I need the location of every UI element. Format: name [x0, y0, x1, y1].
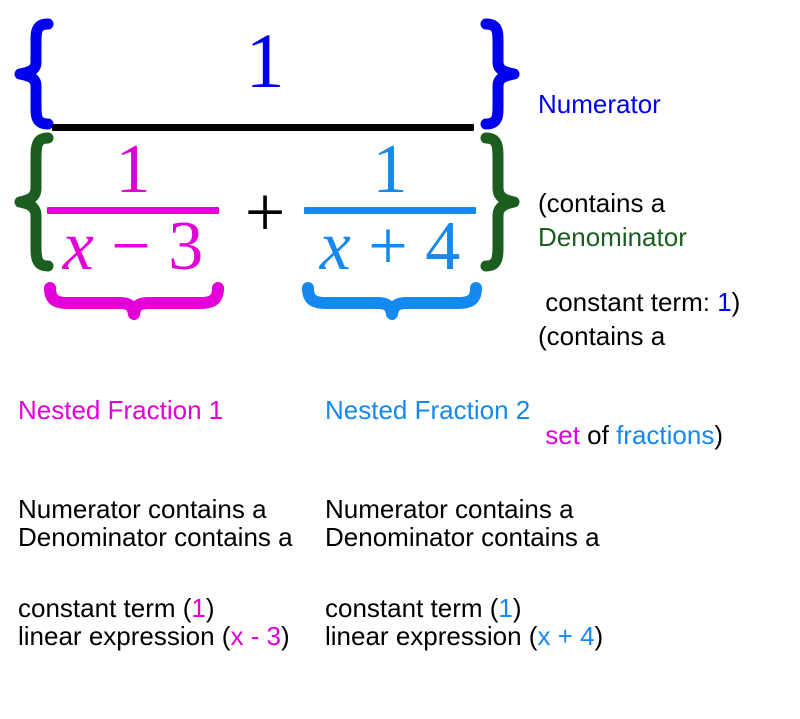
annotation-nested2-denominator-line2-prefix: linear expression ( [325, 621, 538, 651]
annotation-numerator-line3-value: 1 [717, 287, 732, 317]
annotation-nested2-title: Nested Fraction 2 [325, 395, 531, 425]
annotation-nested2-denominator-line2: linear expression (x + 4) [325, 620, 603, 653]
underbrace-nested1-icon [44, 282, 224, 320]
annotation-numerator-title: Numerator [538, 89, 661, 119]
curly-brace-right-numerator-icon [480, 18, 526, 130]
annotation-nested2-denominator-line2-value: x + 4 [537, 621, 595, 651]
annotation-denominator-line3: set of fractions) [538, 419, 723, 452]
annotation-nested1-denominator-line2-value: x - 3 [230, 621, 282, 651]
annotation-denominator-line3-suffix: ) [714, 420, 723, 450]
nested2-denominator-variable: x [319, 208, 351, 285]
nested2-fraction-bar [304, 207, 476, 214]
underbrace-nested2-icon [302, 282, 482, 320]
nested2-denominator-constant: 4 [425, 208, 461, 285]
nested2-numerator-value: 1 [372, 131, 408, 208]
annotation-numerator: Numerator (contains a constant term: 1) [538, 22, 740, 385]
nested1-denominator-operator: − [111, 208, 151, 285]
annotation-nested1-denominator-line2: linear expression (x - 3) [18, 620, 293, 653]
annotation-nested2-numerator-line1: Numerator contains a [325, 494, 574, 524]
annotation-nested1-numerator-line1: Numerator contains a [18, 494, 267, 524]
annotation-nested1-denominator-line2-prefix: linear expression ( [18, 621, 231, 651]
nested1-denominator-constant: 3 [168, 208, 204, 285]
annotation-nested1-title: Nested Fraction 1 [18, 395, 224, 425]
annotation-denominator-line3-of: of [579, 420, 617, 450]
addition-operator: + [244, 172, 286, 252]
annotation-denominator-line3-set: set [545, 420, 580, 450]
nested1-fraction-bar [47, 207, 219, 214]
annotation-nested1-denominator-line1: Denominator contains a [18, 522, 293, 552]
annotation-numerator-line2: (contains a [538, 188, 666, 218]
annotation-nested2-denominator: Denominator contains a linear expression… [325, 455, 603, 719]
annotation-nested2-denominator-line2-suffix: ) [594, 621, 604, 651]
nested1-denominator-expression: x − 3 [47, 212, 219, 282]
annotation-denominator-title: Denominator [538, 222, 687, 252]
annotation-numerator-line3-suffix: ) [731, 287, 741, 317]
annotation-nested2-denominator-line1: Denominator contains a [325, 522, 600, 552]
annotation-nested1-denominator: Denominator contains a linear expression… [18, 455, 293, 719]
nested1-denominator-variable: x [62, 208, 94, 285]
curly-brace-right-denominator-icon [480, 132, 526, 272]
annotation-denominator-line3-fractions: fractions [616, 420, 715, 450]
annotation-numerator-line3-prefix: constant term: [538, 287, 718, 317]
annotation-denominator-line2: (contains a [538, 321, 666, 351]
nested2-denominator-expression: x + 4 [304, 212, 476, 282]
annotation-nested1-denominator-line2-suffix: ) [281, 621, 290, 651]
curly-brace-left-denominator-icon [8, 132, 54, 272]
outer-numerator-value: 1 [245, 17, 285, 104]
nested2-denominator-operator: + [368, 208, 408, 285]
curly-brace-left-numerator-icon [8, 18, 54, 130]
main-fraction-bar [52, 124, 474, 131]
annotation-denominator: Denominator (contains a set of fractions… [538, 155, 723, 518]
nested1-numerator-value: 1 [115, 131, 151, 208]
diagram-canvas: 1 1 x − 3 + 1 x + 4 Numerator [8, 17, 740, 651]
annotation-numerator-line3: constant term: 1) [538, 286, 740, 319]
